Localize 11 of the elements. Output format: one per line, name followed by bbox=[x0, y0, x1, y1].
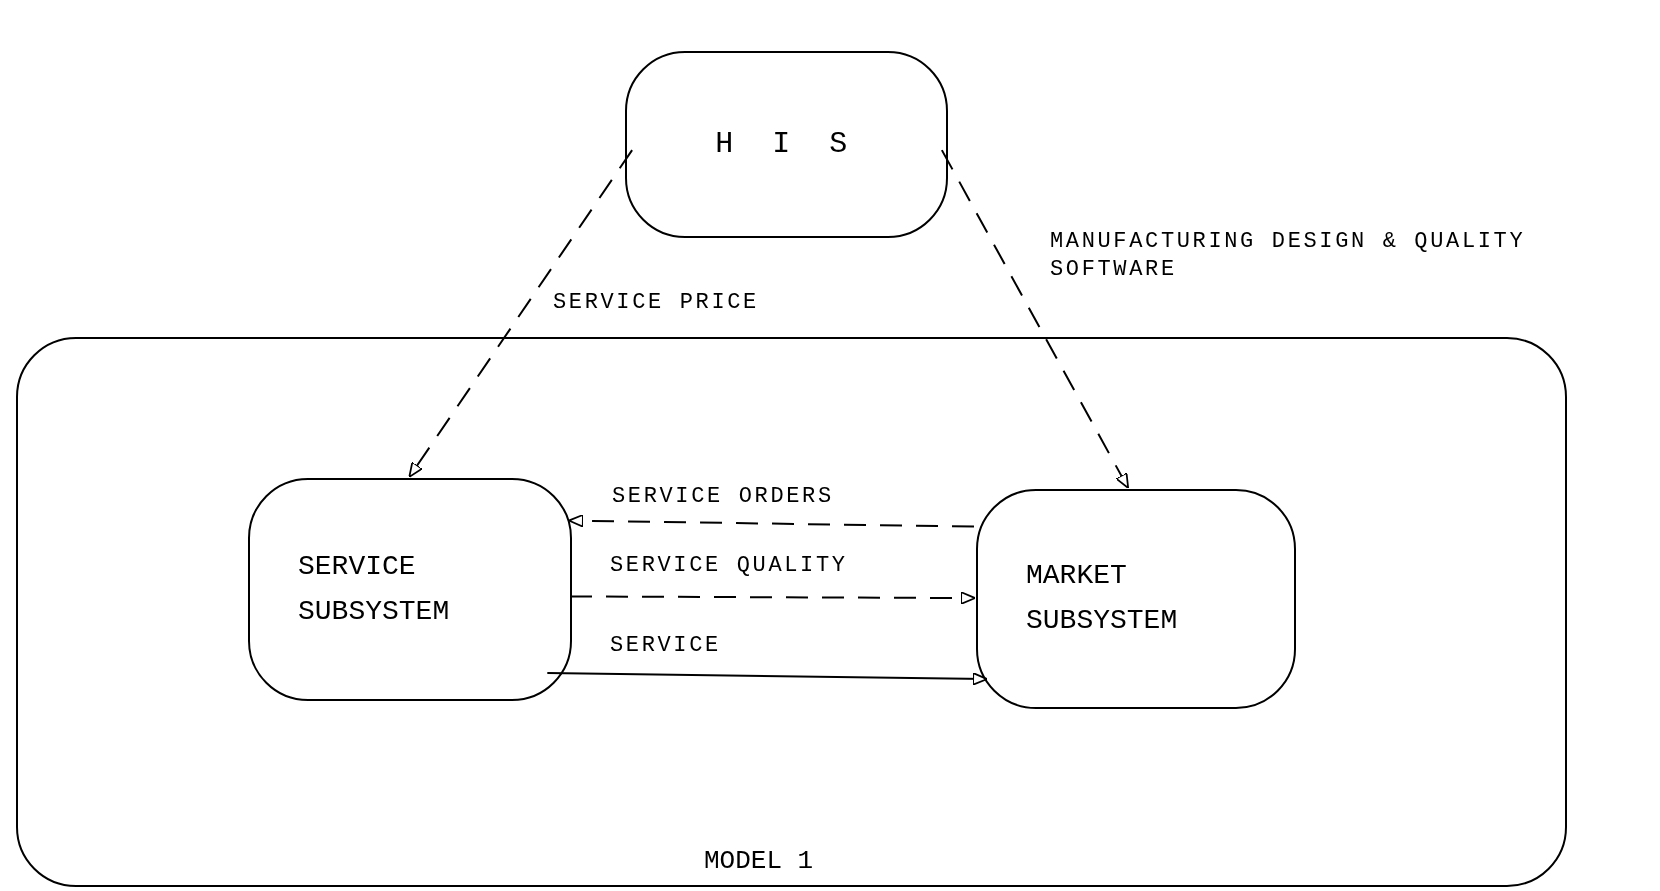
subsystem-box bbox=[248, 478, 572, 701]
arrow bbox=[567, 514, 975, 528]
model-label: MODEL 1 bbox=[704, 845, 814, 878]
arrow bbox=[940, 149, 1130, 489]
arrow bbox=[569, 591, 977, 605]
arrow bbox=[408, 149, 634, 478]
subsystem-box bbox=[976, 489, 1296, 709]
subsystem-box bbox=[625, 51, 948, 238]
node-label: MARKET SUBSYSTEM bbox=[1026, 559, 1179, 638]
node-label: SERVICE SUBSYSTEM bbox=[298, 549, 451, 629]
node-label: H I S bbox=[715, 126, 858, 163]
